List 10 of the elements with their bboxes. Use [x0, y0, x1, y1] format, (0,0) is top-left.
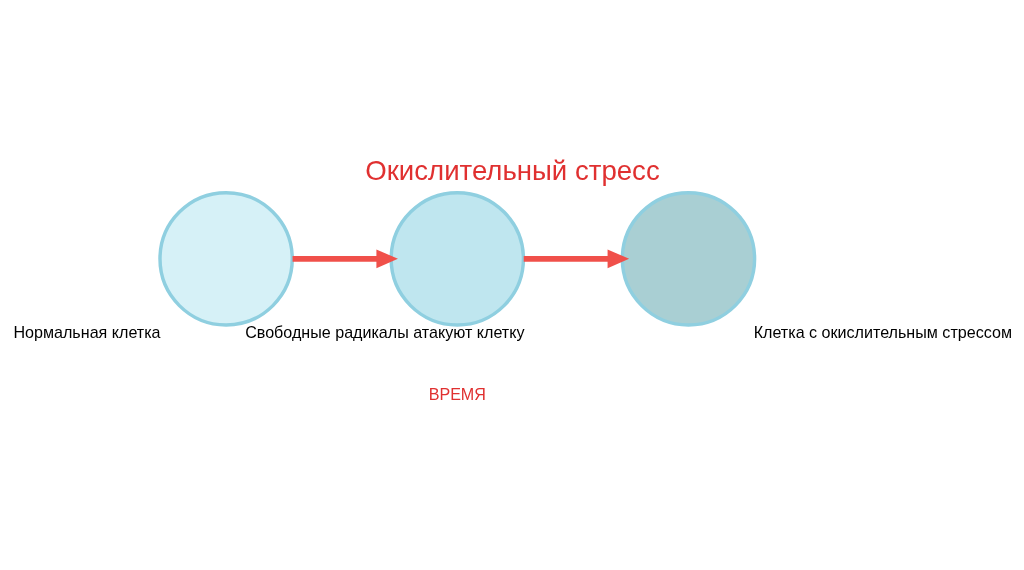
node-circle	[620, 190, 756, 327]
node-label: Клетка с окислительным стрессом	[753, 322, 1012, 341]
node-label: Нормальная клетка	[12, 322, 161, 341]
label: ВРЕМЯ	[428, 384, 486, 403]
arrow	[292, 249, 398, 269]
node-circle	[388, 190, 525, 327]
diagram-title: Окислительный стресс	[364, 155, 660, 187]
node-label: Свободные радикалы атакуют клетку	[244, 322, 524, 341]
node-circle	[157, 190, 294, 327]
arrow	[523, 249, 629, 269]
